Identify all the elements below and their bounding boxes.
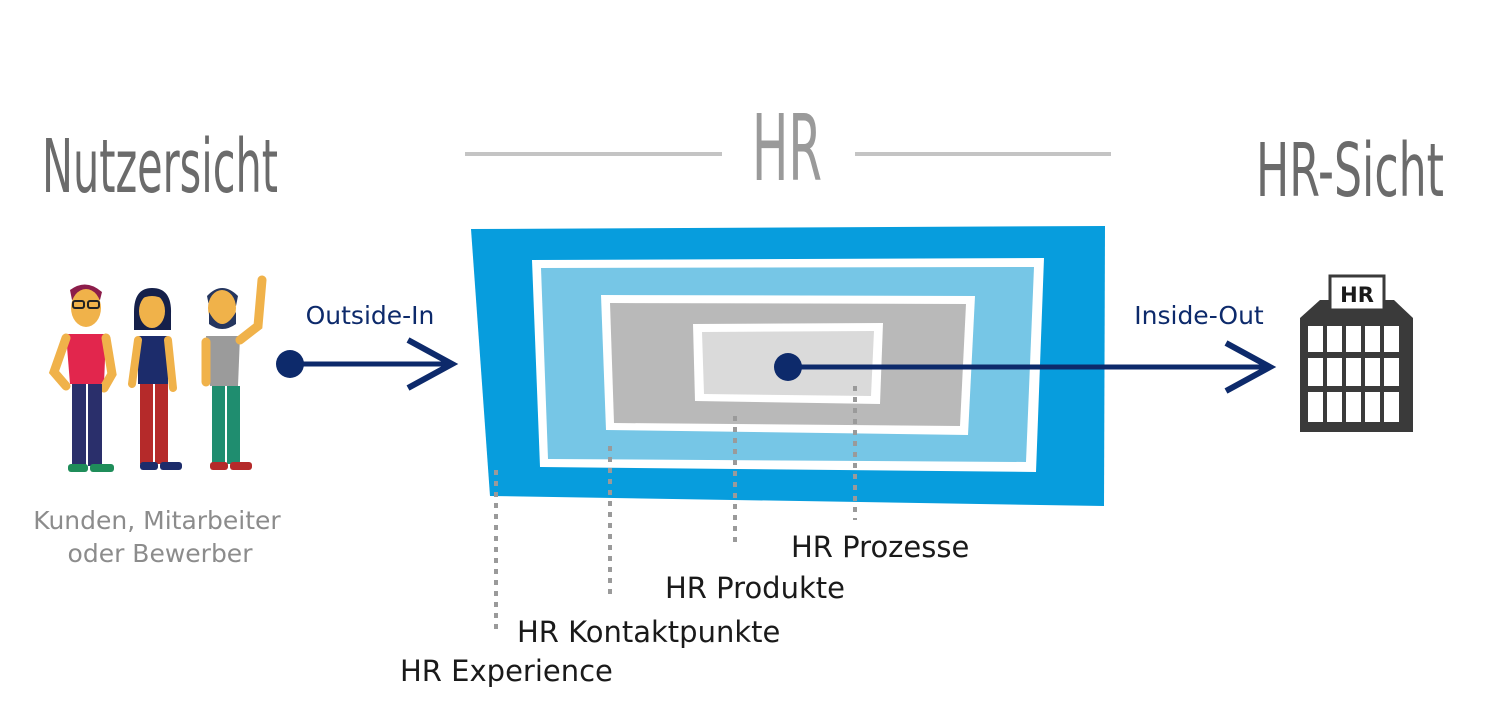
people-caption-line1: Kunden, Mitarbeiter [33,506,281,535]
inside-out-arrow [774,340,1277,394]
title-nutzersicht: Nutzersicht [42,124,278,210]
label-hr-kontaktpunkte: HR Kontaktpunkte [517,615,780,649]
hr-building-icon: HR [1300,274,1413,432]
label-hr-experience: HR Experience [400,654,613,688]
outside-in-label: Outside-In [306,301,435,330]
person-2-icon [128,288,182,470]
person-1-icon [48,284,117,472]
label-hr-produkte: HR Produkte [665,571,845,605]
inside-out-label: Inside-Out [1134,301,1264,330]
title-hr: HR [752,95,822,202]
hr-building-windows [1308,326,1399,422]
layer-leader-lines [494,386,857,633]
people-illustration [48,275,267,472]
title-hr-sicht: HR-Sicht [1256,128,1444,214]
hr-building-sign-text: HR [1340,283,1374,307]
people-caption-line2: oder Bewerber [68,539,254,568]
outside-in-arrow [276,337,459,391]
label-hr-prozesse: HR Prozesse [791,530,969,564]
hr-building-sign [1328,274,1386,312]
person-3-icon [201,275,267,470]
